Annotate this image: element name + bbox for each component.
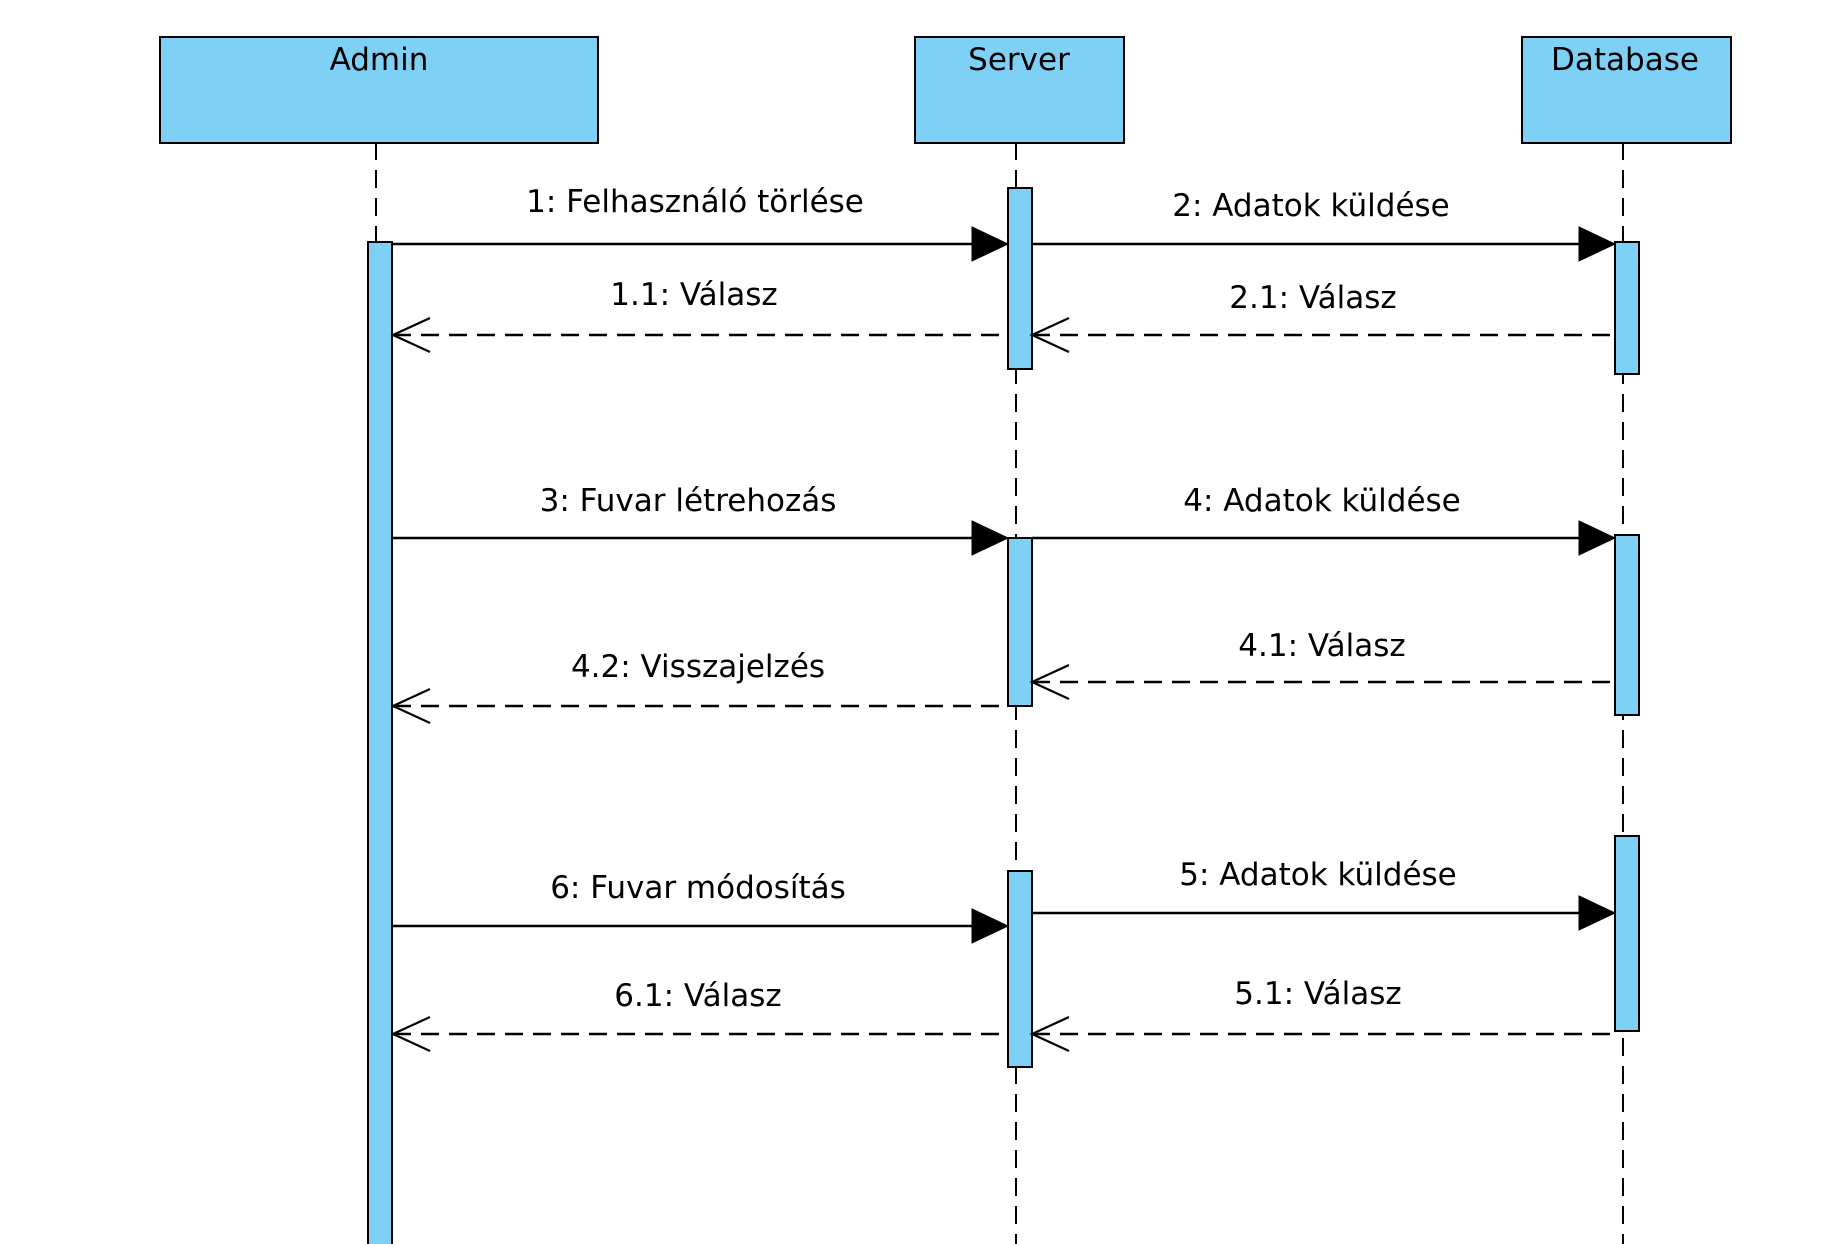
filled-arrowhead-icon: [1578, 895, 1617, 931]
activation-server-2: [1007, 537, 1033, 707]
participant-admin-label: Admin: [330, 42, 429, 78]
message-4-2: 4.2: Visszajelzés: [390, 649, 1008, 724]
participant-server-label: Server: [968, 42, 1070, 78]
participant-database-label: Database: [1551, 42, 1699, 78]
open-arrowhead-icon: [390, 1016, 431, 1052]
filled-arrowhead-icon: [971, 226, 1010, 262]
open-arrowhead-icon: [390, 688, 431, 724]
message-5: 5: Adatok küldése: [1032, 857, 1617, 931]
message-2-label: 2: Adatok küldése: [1172, 188, 1450, 224]
activation-database-2: [1614, 534, 1640, 716]
message-2-1-label: 2.1: Válasz: [1229, 280, 1396, 316]
message-1-1-label: 1.1: Válasz: [610, 277, 777, 313]
message-4-label: 4: Adatok küldése: [1183, 483, 1461, 519]
participant-database[interactable]: Database: [1521, 36, 1732, 144]
message-5-1-label: 5.1: Válasz: [1234, 976, 1401, 1012]
activation-admin: [367, 241, 393, 1244]
message-3-label: 3: Fuvar létrehozás: [540, 483, 837, 519]
participant-server[interactable]: Server: [914, 36, 1125, 144]
open-arrowhead-icon: [1029, 664, 1070, 700]
participant-admin[interactable]: Admin: [159, 36, 599, 144]
open-arrowhead-icon: [1029, 1016, 1070, 1052]
message-1: 1: Felhasználó törlése: [393, 184, 1010, 262]
filled-arrowhead-icon: [971, 908, 1010, 944]
activation-server-3: [1007, 870, 1033, 1068]
message-2-1: 2.1: Válasz: [1029, 280, 1615, 353]
message-4-1-label: 4.1: Válasz: [1238, 628, 1405, 664]
message-4: 4: Adatok küldése: [1032, 483, 1617, 556]
activation-database-3: [1614, 835, 1640, 1032]
filled-arrowhead-icon: [1578, 520, 1617, 556]
message-4-1: 4.1: Válasz: [1029, 628, 1615, 700]
message-5-1: 5.1: Válasz: [1029, 976, 1615, 1052]
message-6: 6: Fuvar módosítás: [393, 870, 1010, 944]
filled-arrowhead-icon: [1578, 226, 1617, 262]
message-6-label: 6: Fuvar módosítás: [550, 870, 846, 906]
open-arrowhead-icon: [1029, 317, 1070, 353]
activation-server-1: [1007, 187, 1033, 370]
message-6-1-label: 6.1: Válasz: [614, 978, 781, 1014]
filled-arrowhead-icon: [971, 520, 1010, 556]
message-2: 2: Adatok küldése: [1032, 188, 1617, 262]
message-5-label: 5: Adatok küldése: [1179, 857, 1457, 893]
activation-database-1: [1614, 241, 1640, 375]
open-arrowhead-icon: [390, 317, 431, 353]
message-1-label: 1: Felhasználó törlése: [526, 184, 864, 220]
message-3: 3: Fuvar létrehozás: [393, 483, 1010, 556]
message-6-1: 6.1: Válasz: [390, 978, 1008, 1052]
message-4-2-label: 4.2: Visszajelzés: [571, 649, 825, 685]
message-1-1: 1.1: Válasz: [390, 277, 1008, 353]
